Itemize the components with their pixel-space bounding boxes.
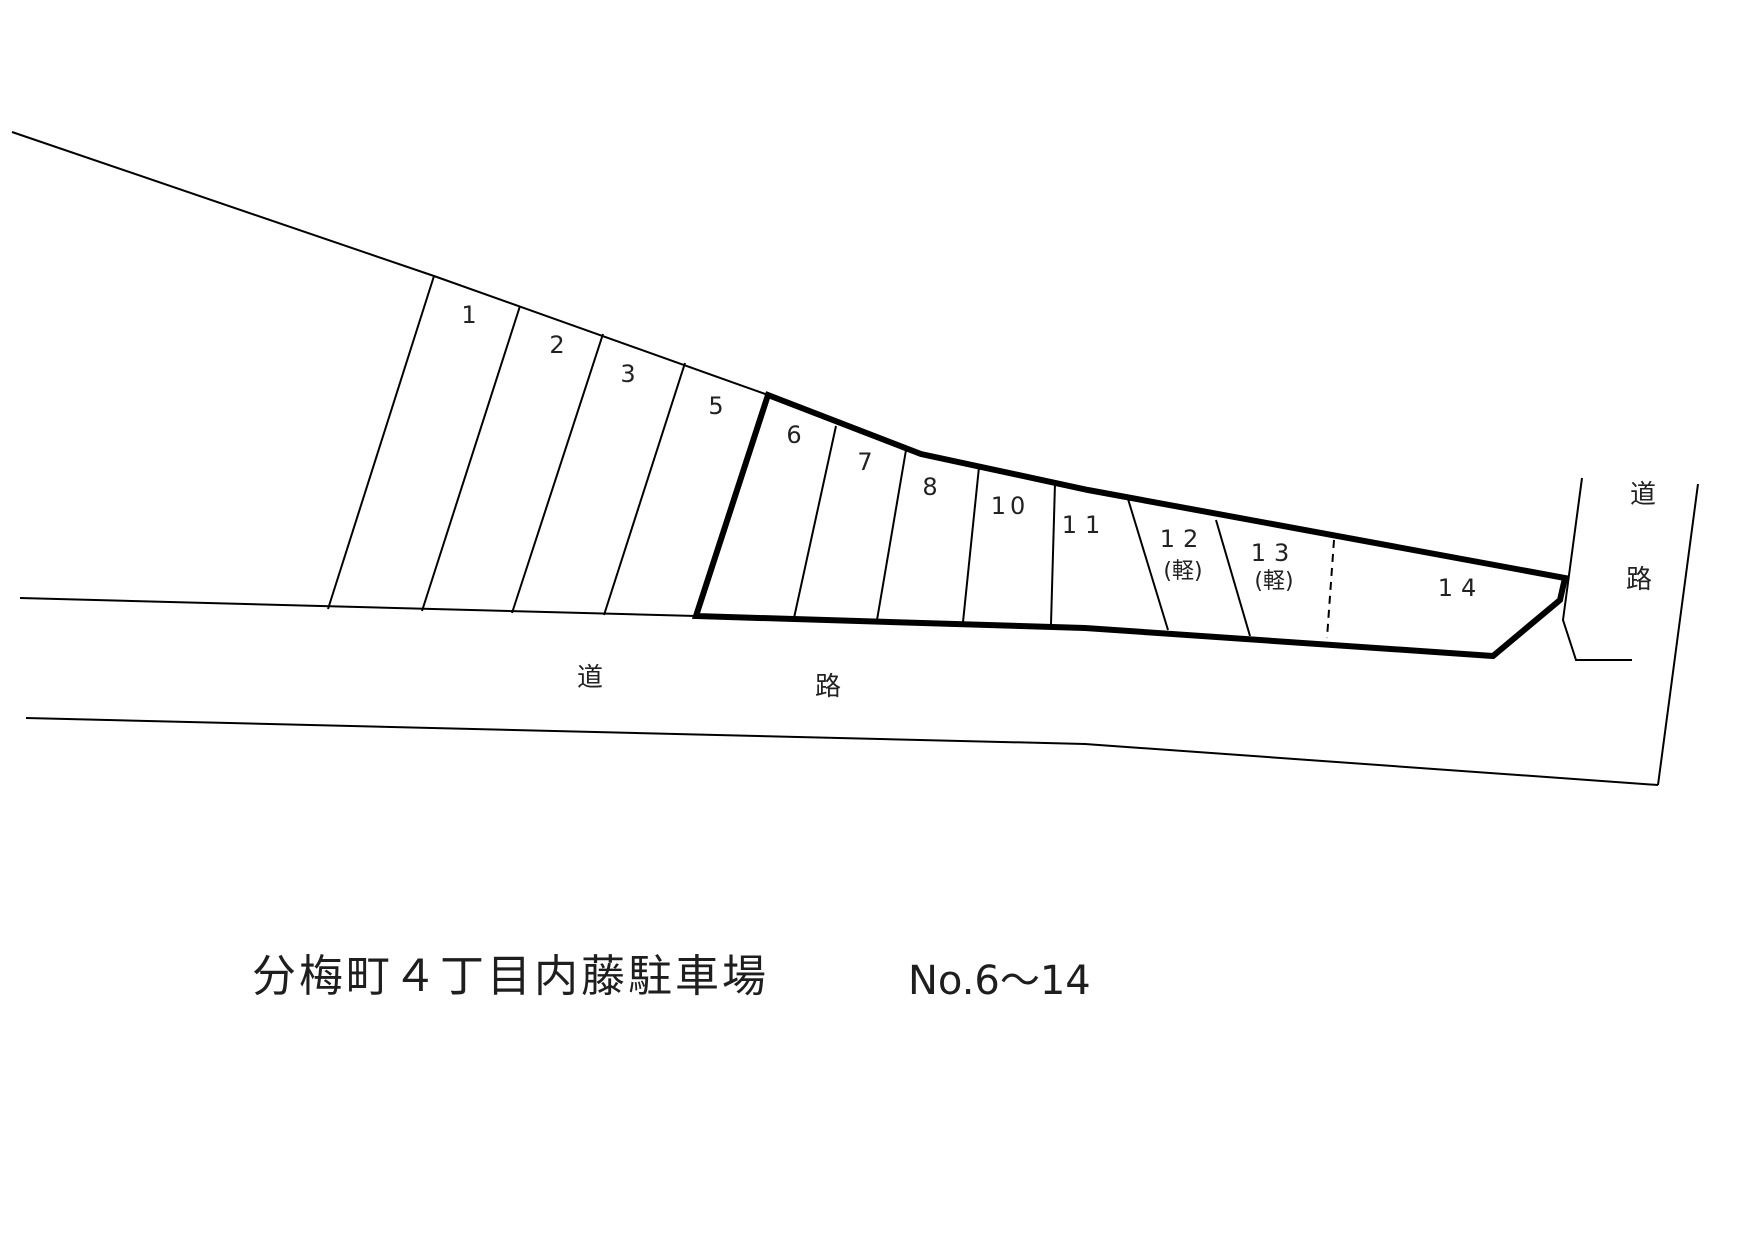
- space-7-label: 7: [857, 448, 872, 476]
- road-labels: 道 路 道 路: [577, 480, 1656, 702]
- space-12-light-mark: (軽): [1163, 559, 1202, 584]
- right-road-inner-edge: [1561, 477, 1632, 661]
- space-3-label: 3: [620, 360, 635, 388]
- light-vehicle-marks: (軽) (軽): [1163, 559, 1293, 594]
- space-dividers-6-14: [793, 425, 1335, 639]
- space-dividers-1-5: [327, 275, 686, 616]
- map-title: 分梅町４丁目内藤駐車場: [252, 951, 769, 1002]
- space-13-light-mark: (軽): [1254, 569, 1293, 594]
- space-14-label: 14: [1438, 574, 1485, 602]
- lot-top-boundary: [11, 131, 769, 396]
- space-range-label: No.6～14: [908, 958, 1091, 1004]
- space-11-label: 11: [1062, 511, 1109, 539]
- road-bottom-char-1: 道: [577, 663, 603, 693]
- selected-spaces-outline: [691, 391, 1569, 660]
- space-5-label: 5: [708, 392, 723, 420]
- space-12-label: 12: [1160, 525, 1207, 553]
- space-1-label: 1: [461, 301, 476, 329]
- road-upper-edge: [19, 597, 697, 617]
- space-10-label: 10: [991, 492, 1030, 520]
- road-right-char-2: 路: [1626, 565, 1652, 595]
- space-6-label: 6: [786, 421, 801, 449]
- space-8-label: 8: [922, 473, 937, 501]
- road-right-char-1: 道: [1630, 480, 1656, 510]
- road-bottom-char-2: 路: [815, 672, 841, 702]
- road-lower-edge: [25, 717, 1659, 786]
- space-2-label: 2: [549, 331, 564, 359]
- space-13-label: 13: [1251, 539, 1298, 567]
- space-number-labels: 1 2 3 5 6 7 8 10 11 12 13 14: [461, 301, 1485, 602]
- right-road-outer-edge: [1657, 483, 1699, 786]
